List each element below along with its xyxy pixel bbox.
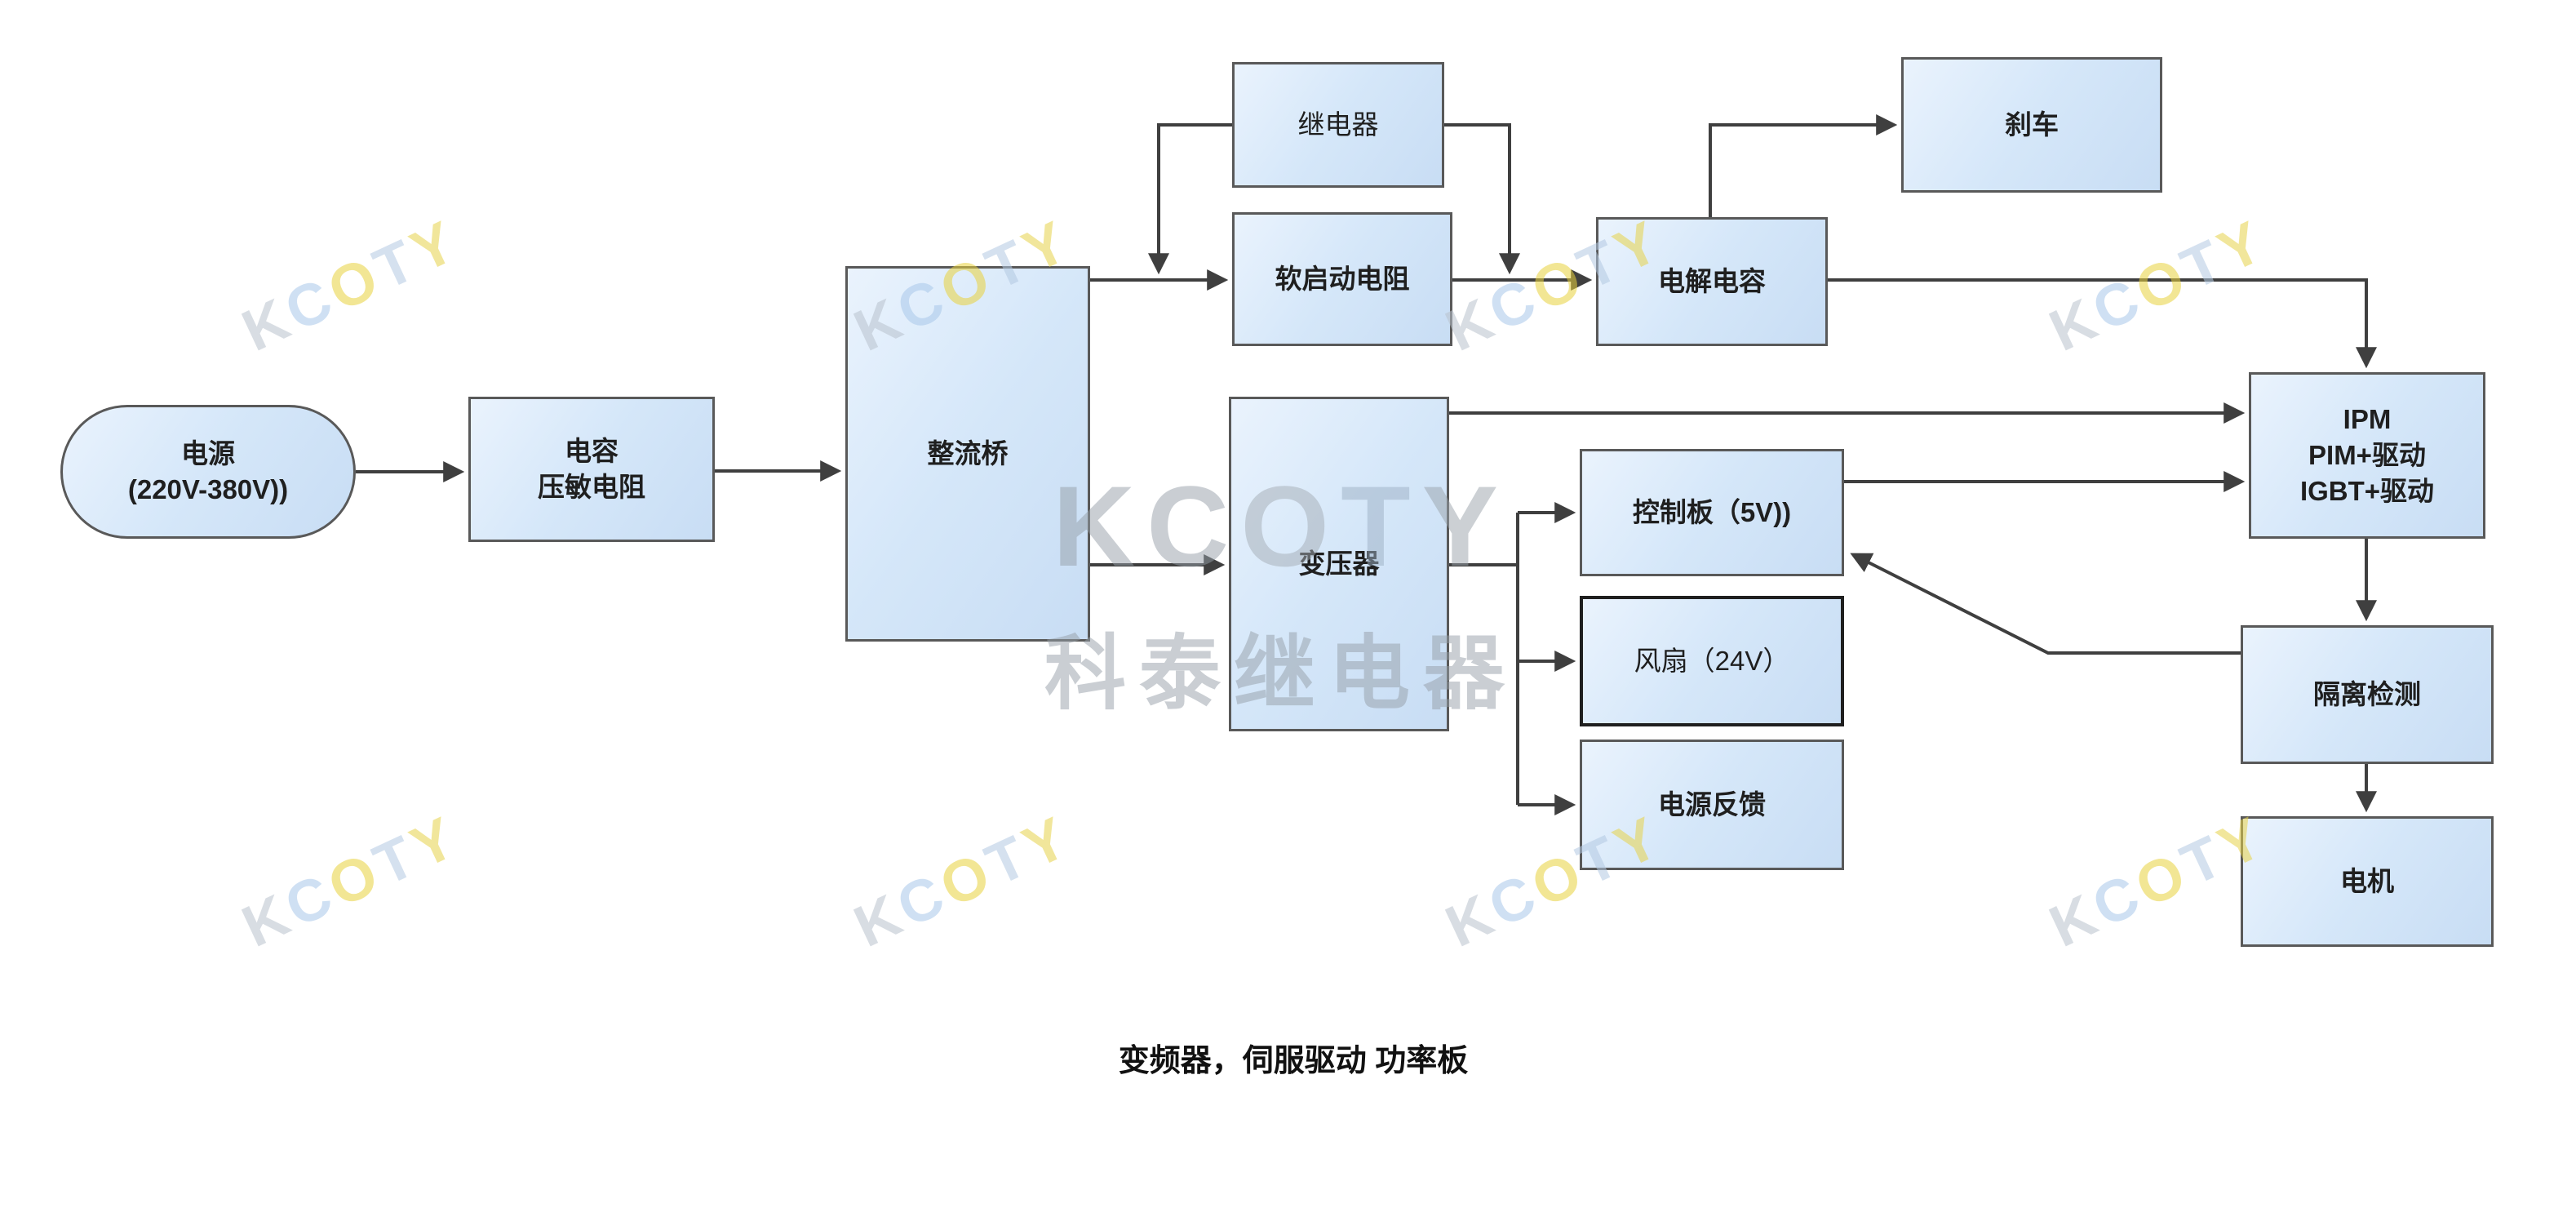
node-transformer: 变压器 — [1229, 397, 1449, 731]
node-isolation-detection-label: 隔离检测 — [2313, 678, 2421, 709]
node-power: 电源 (220V-380V)) — [60, 405, 356, 539]
watermark-kcoty: KCOTY — [233, 207, 469, 364]
connector-electrolytic-to-ipm — [1828, 278, 2377, 369]
node-brake: 刹车 — [1901, 57, 2162, 193]
node-control-board: 控制板（5V)) — [1580, 449, 1844, 576]
node-rectifier-bridge: 整流桥 — [845, 266, 1090, 642]
watermark-kcoty: KCOTY — [845, 803, 1081, 960]
node-power-feedback-label: 电源反馈 — [1658, 788, 1766, 820]
node-relay-label: 继电器 — [1297, 109, 1379, 140]
node-electrolytic-capacitor: 电解电容 — [1596, 217, 1828, 346]
connector-relay-right-branch — [1444, 123, 1520, 275]
watermark-kcoty: KCOTY — [2040, 207, 2277, 364]
node-transformer-label: 变压器 — [1298, 548, 1380, 579]
node-isolation-detection: 隔离检测 — [2241, 625, 2494, 764]
node-soft-start-resistor-label: 软启动电阻 — [1275, 263, 1410, 294]
node-capacitor-varistor: 电容 压敏电阻 — [468, 397, 715, 542]
node-electrolytic-capacitor-label: 电解电容 — [1658, 265, 1766, 296]
node-ipm: IPM PIM+驱动 IGBT+驱动 — [2249, 372, 2485, 539]
node-fan-label: 风扇（24V） — [1634, 645, 1790, 676]
node-motor-label: 电机 — [2340, 865, 2394, 896]
node-brake-label: 刹车 — [2005, 109, 2059, 140]
diagram-caption: 变频器，伺服驱动 功率板 — [1118, 1044, 1469, 1078]
node-capacitor-varistor-label: 电容 压敏电阻 — [538, 435, 645, 502]
connector-electrolytic-to-brake — [1709, 114, 1898, 217]
node-power-feedback: 电源反馈 — [1580, 740, 1844, 870]
node-control-board-label: 控制板（5V)) — [1632, 496, 1792, 527]
node-soft-start-resistor: 软启动电阻 — [1232, 212, 1452, 346]
connector-isolation-to-controlboard — [1850, 553, 2241, 655]
node-rectifier-bridge-label: 整流桥 — [927, 438, 1009, 469]
connector-relay-left-branch — [1148, 123, 1232, 275]
node-relay: 继电器 — [1232, 62, 1444, 188]
node-fan: 风扇（24V） — [1580, 596, 1844, 726]
node-ipm-label: IPM PIM+驱动 IGBT+驱动 — [2299, 403, 2435, 507]
node-motor: 电机 — [2241, 816, 2494, 947]
node-power-label: 电源 (220V-380V)) — [127, 438, 289, 504]
watermark-kcoty: KCOTY — [233, 803, 469, 960]
